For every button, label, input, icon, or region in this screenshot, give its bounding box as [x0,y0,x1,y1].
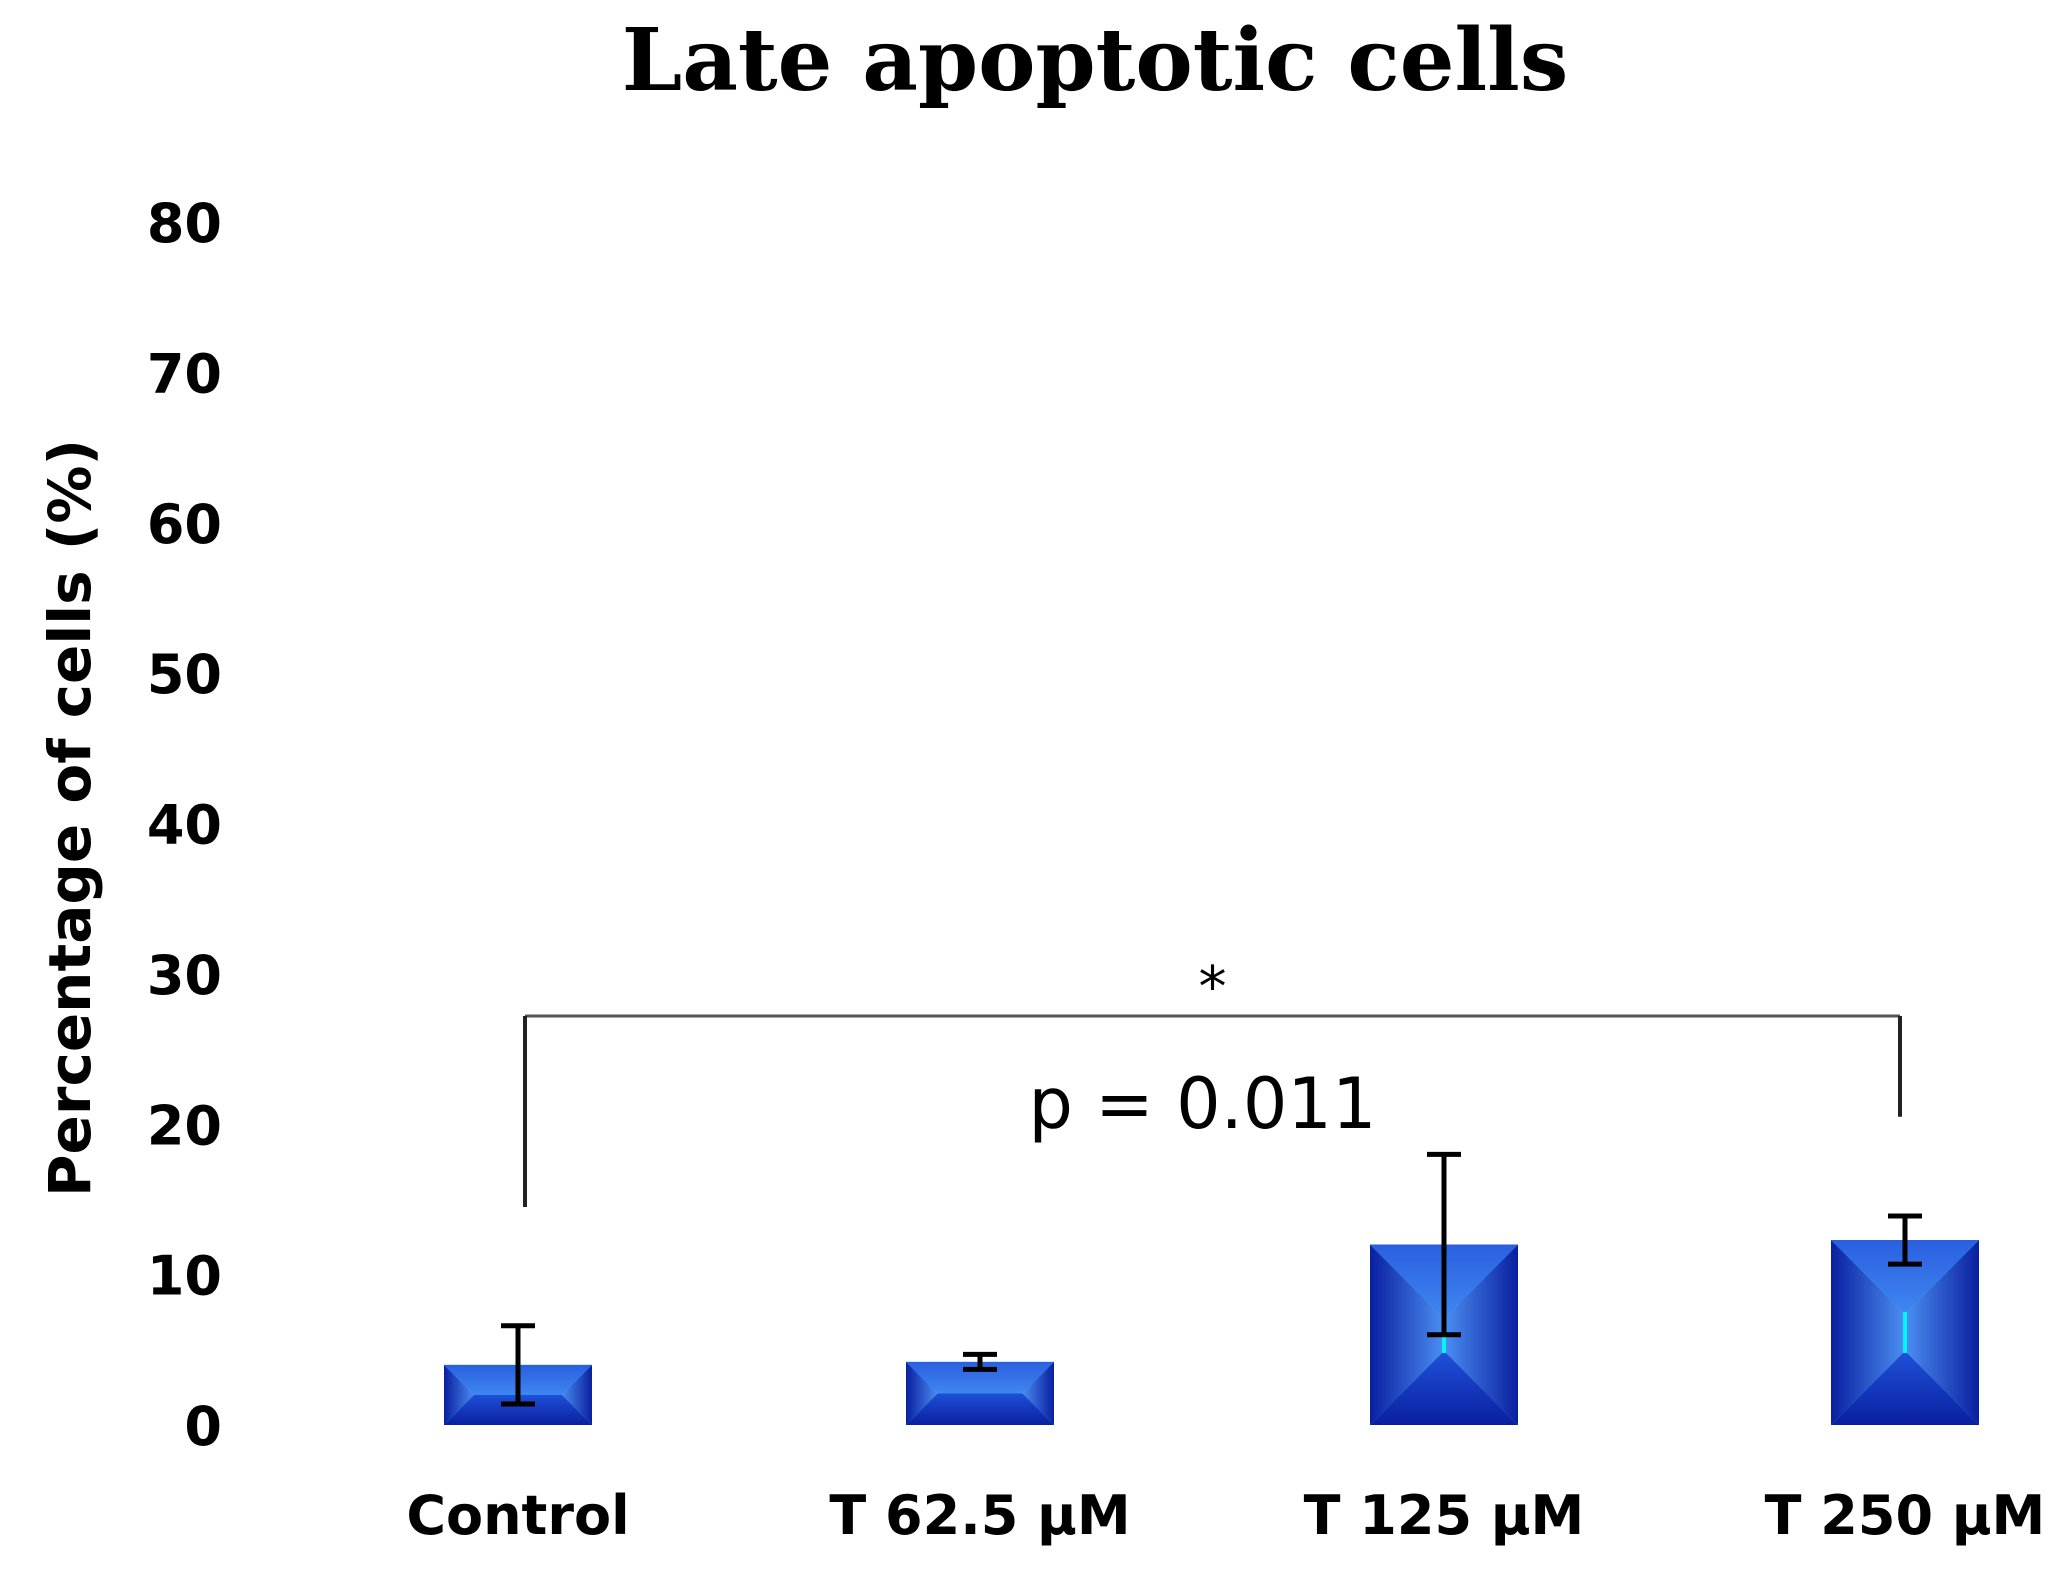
y-tick-label: 20 [147,1094,222,1157]
x-axis-ticks: Control T 62.5 μM T 125 μM T 250 μM [406,1484,2045,1547]
bar-bevel-right [1022,1361,1054,1425]
bar-bevel-left [1370,1244,1442,1425]
bar [906,1361,1054,1425]
bar-bevel-bottom [1831,1353,1979,1425]
bar-bevel-right [561,1364,592,1425]
x-tick-label: Control [406,1484,629,1547]
bar-bevel-left [1831,1240,1903,1425]
x-tick-label: T 250 μM [1765,1484,2046,1547]
y-tick-label: 70 [147,342,222,405]
bar-bevel-top [1831,1240,1979,1313]
bar-bevel-bottom [1370,1353,1518,1425]
y-tick-label: 40 [147,794,222,857]
x-tick-label: T 62.5 μM [829,1484,1130,1547]
y-tick-label: 10 [147,1245,222,1308]
error-bar [963,1351,997,1372]
significance-bracket: * p = 0.011 [523,955,1902,1207]
y-axis-ticks: 0 10 20 30 40 50 60 70 80 [147,192,222,1458]
bar-bevel-left [444,1364,475,1425]
y-tick-label: 80 [147,192,222,255]
y-tick-label: 0 [184,1395,222,1458]
error-bar [1427,1151,1461,1338]
significance-annotations: * p = 0.011 [523,955,1902,1207]
error-bar [1888,1213,1922,1267]
y-tick-label: 50 [147,643,222,706]
p-value-label: p = 0.011 [1029,1063,1377,1145]
y-axis-label: Percentage of cells (%) [36,439,104,1197]
chart-title: Late apoptotic cells [622,10,1569,111]
x-tick-label: T 125 μM [1304,1484,1585,1547]
bar [1831,1240,1979,1425]
bar-bevel-right [1907,1240,1979,1425]
bar-bevel-top [906,1361,1054,1394]
y-tick-label: 60 [147,493,222,556]
error-bars [501,1151,1922,1407]
y-tick-label: 30 [147,944,222,1007]
bar-bevel-bottom [906,1393,1054,1425]
bar-bevel-left [906,1361,938,1425]
significance-marker: * [1199,955,1227,1020]
bar-bevel-right [1446,1244,1518,1425]
bar-bevel-bottom [444,1394,592,1425]
bars [444,1240,1979,1425]
error-bar [501,1323,535,1407]
